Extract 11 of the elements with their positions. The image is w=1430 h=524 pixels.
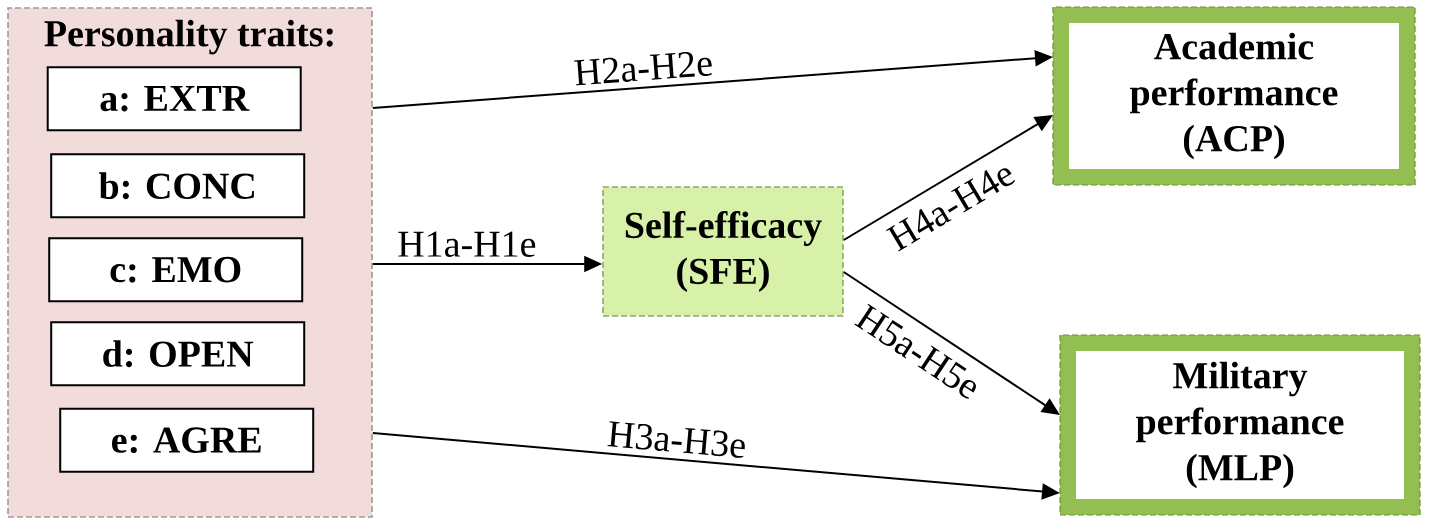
trait-box: d: OPEN (50, 321, 306, 387)
edge-label: H3a-H3e (603, 417, 751, 462)
outcome-box: Military performance (MLP) (1059, 334, 1421, 516)
trait-box: b: CONC (50, 153, 306, 219)
outcome-box: Academic performance (ACP) (1052, 6, 1416, 186)
mediator-box: Self-efficacy (SFE) (602, 186, 844, 317)
edge-label: H2a-H2e (569, 46, 717, 90)
trait-box: c: EMO (48, 237, 304, 303)
trait-box: e: AGRE (59, 407, 315, 473)
edge-label: H1a-H1e (394, 228, 540, 260)
trait-box: a: EXTR (46, 66, 302, 132)
